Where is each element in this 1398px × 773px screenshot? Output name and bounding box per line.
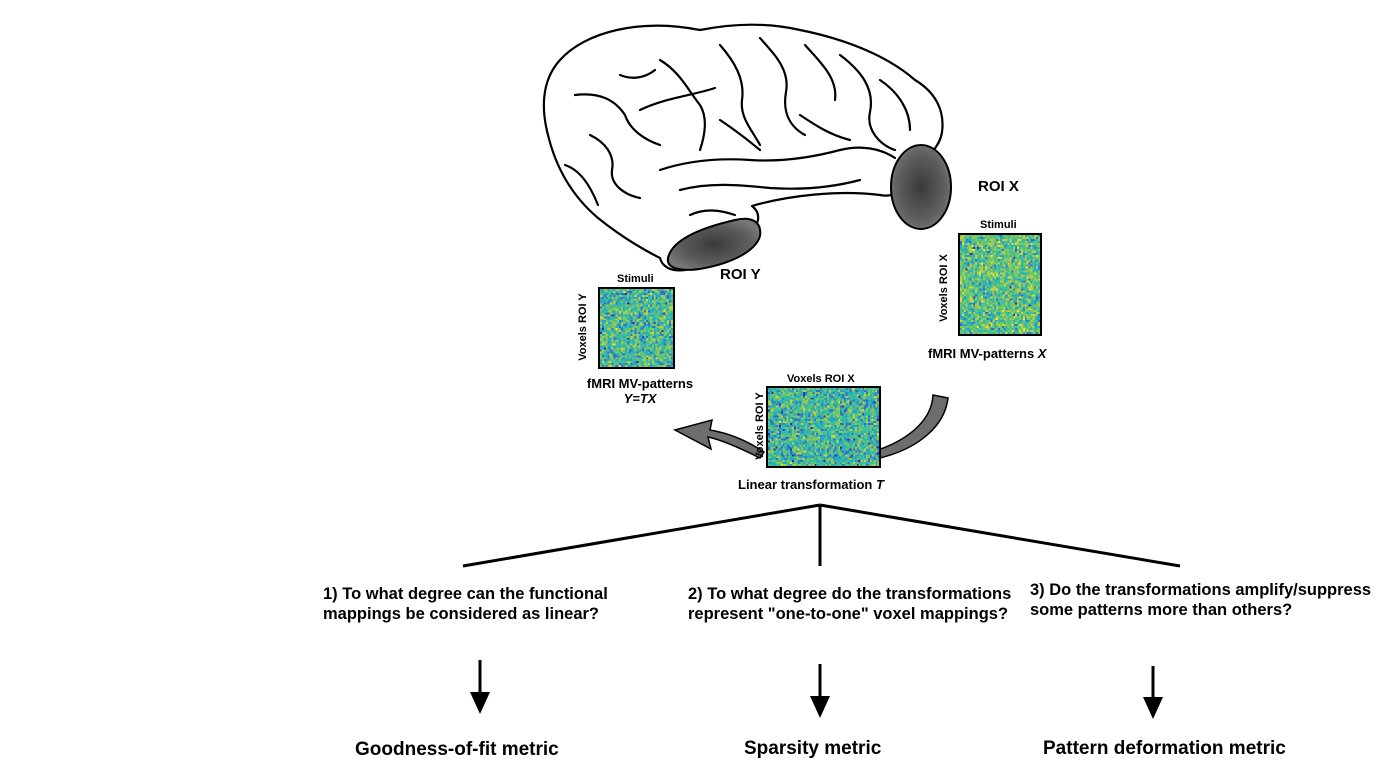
panel-t-caption: Linear transformation T bbox=[738, 477, 884, 493]
panel-t-caption-text: Linear transformation bbox=[738, 477, 876, 492]
heatmap-roi-x bbox=[958, 233, 1042, 336]
arrow-t-to-y bbox=[672, 418, 766, 459]
heatmap-roi-y bbox=[598, 287, 675, 369]
roi-x-label: ROI X bbox=[978, 178, 1019, 195]
panel-x-caption: fMRI MV-patterns X bbox=[928, 346, 1047, 362]
metric-goodness-of-fit: Goodness-of-fit metric bbox=[355, 739, 559, 760]
heatmap-transformation bbox=[766, 386, 881, 468]
question-2: 2) To what degree do the transformations… bbox=[688, 585, 1012, 623]
metric-sparsity: Sparsity metric bbox=[744, 738, 882, 759]
panel-y-caption-line1: fMRI MV-patterns bbox=[586, 376, 694, 391]
panel-t-side-label: Voxels ROI Y bbox=[754, 392, 766, 460]
question-1: 1) To what degree can the functional map… bbox=[323, 585, 608, 623]
panel-y-side-label: Voxels ROI Y bbox=[577, 293, 589, 361]
brain-illustration bbox=[542, 23, 944, 272]
roi-y-region bbox=[666, 217, 762, 271]
panel-t-top-label: Voxels ROI X bbox=[787, 373, 855, 385]
arrow-x-to-t bbox=[877, 394, 949, 459]
panel-x-top-label: Stimuli bbox=[980, 219, 1017, 231]
roi-y-label: ROI Y bbox=[720, 266, 761, 283]
roi-x-region bbox=[890, 144, 952, 230]
panel-t-caption-var: T bbox=[875, 477, 884, 492]
metric-pattern-deformation: Pattern deformation metric bbox=[1043, 738, 1286, 759]
panel-y-caption: fMRI MV-patterns Y=TX bbox=[570, 376, 710, 407]
panel-x-side-label: Voxels ROI X bbox=[938, 254, 950, 322]
branching-lines bbox=[462, 503, 1181, 568]
panel-x-caption-text: fMRI MV-patterns bbox=[928, 346, 1038, 361]
panel-y-top-label: Stimuli bbox=[617, 273, 654, 285]
down-arrows bbox=[470, 660, 1163, 719]
question-3: 3) Do the transformations amplify/suppre… bbox=[1030, 581, 1372, 619]
panel-y-caption-line2: Y=TX bbox=[623, 390, 657, 406]
panel-x-caption-var: X bbox=[1037, 346, 1047, 361]
